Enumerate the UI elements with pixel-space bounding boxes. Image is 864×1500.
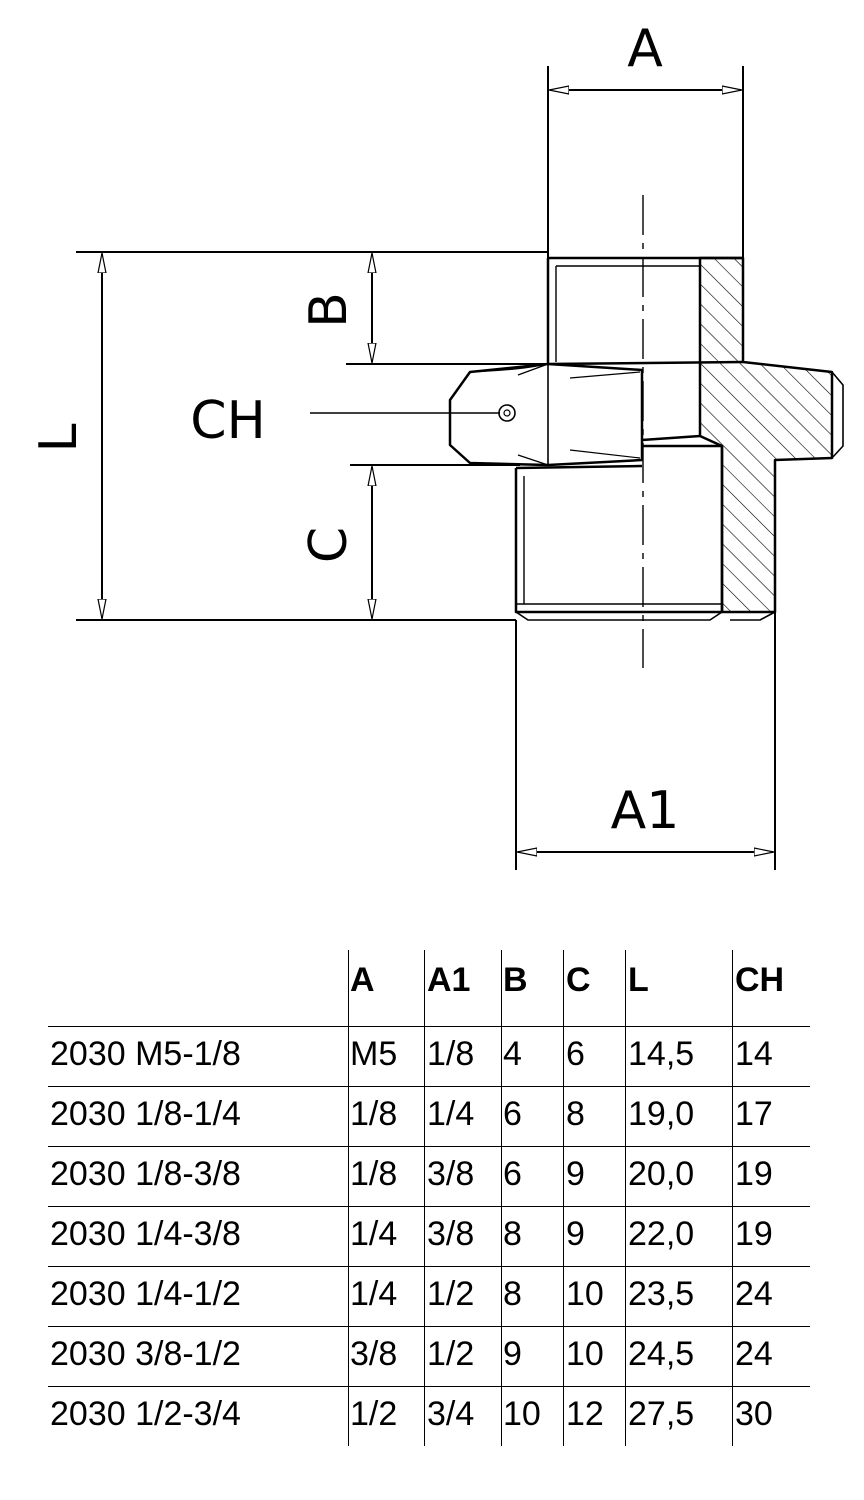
center-mark — [498, 404, 516, 422]
cell-L: 27,5 — [628, 1395, 695, 1433]
cell-A1: 3/8 — [427, 1155, 475, 1193]
label-A: A — [627, 19, 663, 79]
cell-B: 10 — [503, 1395, 541, 1433]
cell-A1: 3/4 — [427, 1395, 475, 1433]
cell-L: 24,5 — [628, 1335, 695, 1373]
table-rule — [48, 1206, 810, 1207]
table-rule — [501, 950, 502, 1446]
row-code: 2030 1/4-1/2 — [50, 1275, 241, 1313]
cell-C: 9 — [566, 1155, 585, 1193]
fitting-body — [448, 256, 844, 621]
cell-L: 20,0 — [628, 1155, 695, 1193]
extension-lines — [76, 66, 776, 870]
header-L: L — [628, 961, 649, 999]
row-code: 2030 M5-1/8 — [50, 1035, 241, 1073]
cell-CH: 24 — [735, 1335, 773, 1373]
cell-A: 1/4 — [350, 1215, 398, 1253]
cell-B: 6 — [503, 1095, 522, 1133]
header-C: C — [566, 961, 591, 999]
table-rule — [563, 950, 564, 1446]
cell-C: 10 — [566, 1275, 604, 1313]
dimension-table: A A1 B C L CH 2030 M5-1/8 M5 1/8 4 6 14,… — [0, 940, 864, 1460]
cell-A: M5 — [350, 1035, 398, 1073]
row-code: 2030 1/4-3/8 — [50, 1215, 241, 1253]
header-B: B — [503, 961, 528, 999]
cell-L: 22,0 — [628, 1215, 695, 1253]
table-rule — [48, 1026, 810, 1027]
label-B: B — [299, 292, 359, 328]
cell-C: 6 — [566, 1035, 585, 1073]
cell-L: 23,5 — [628, 1275, 695, 1313]
cell-B: 8 — [503, 1275, 522, 1313]
table-rule — [48, 1326, 810, 1327]
cell-A: 3/8 — [350, 1335, 398, 1373]
cell-C: 12 — [566, 1395, 604, 1433]
table-rule — [48, 1266, 810, 1267]
row-code: 2030 1/8-3/8 — [50, 1155, 241, 1193]
table-rule — [48, 1386, 810, 1387]
label-C: C — [299, 527, 359, 563]
hatched-wall — [698, 256, 834, 614]
technical-drawing: A A1 CH L B C — [29, 19, 844, 870]
cell-B: 9 — [503, 1335, 522, 1373]
cell-CH: 19 — [735, 1215, 773, 1253]
cell-CH: 24 — [735, 1275, 773, 1313]
row-code: 2030 1/2-3/4 — [50, 1395, 241, 1433]
cell-A1: 1/2 — [427, 1335, 475, 1373]
header-A1: A1 — [427, 961, 471, 999]
row-code: 2030 1/8-1/4 — [50, 1095, 241, 1133]
label-A1: A1 — [611, 781, 680, 841]
cell-B: 8 — [503, 1215, 522, 1253]
cell-A: 1/4 — [350, 1275, 398, 1313]
cell-B: 4 — [503, 1035, 522, 1073]
cell-B: 6 — [503, 1155, 522, 1193]
cell-A: 1/8 — [350, 1155, 398, 1193]
cell-CH: 17 — [735, 1095, 773, 1133]
cell-L: 14,5 — [628, 1035, 695, 1073]
table-rule — [348, 950, 349, 1446]
cell-L: 19,0 — [628, 1095, 695, 1133]
cell-A1: 1/4 — [427, 1095, 475, 1133]
cell-C: 8 — [566, 1095, 585, 1133]
dimension-lines — [102, 90, 773, 852]
cell-C: 10 — [566, 1335, 604, 1373]
cell-CH: 14 — [735, 1035, 773, 1073]
header-A: A — [350, 961, 375, 999]
cell-A1: 1/8 — [427, 1035, 475, 1073]
cell-CH: 30 — [735, 1395, 773, 1433]
cell-A: 1/8 — [350, 1095, 398, 1133]
table-rule — [625, 950, 626, 1446]
table-rule — [48, 1086, 810, 1087]
label-CH: CH — [190, 391, 265, 451]
cell-A1: 3/8 — [427, 1215, 475, 1253]
cell-CH: 19 — [735, 1155, 773, 1193]
table-rule — [424, 950, 425, 1446]
table-rule — [732, 950, 733, 1446]
label-L: L — [29, 423, 89, 452]
cell-C: 9 — [566, 1215, 585, 1253]
header-CH: CH — [735, 961, 785, 999]
cell-A1: 1/2 — [427, 1275, 475, 1313]
row-code: 2030 3/8-1/2 — [50, 1335, 241, 1373]
table-rule — [48, 1146, 810, 1147]
cell-A: 1/2 — [350, 1395, 398, 1433]
